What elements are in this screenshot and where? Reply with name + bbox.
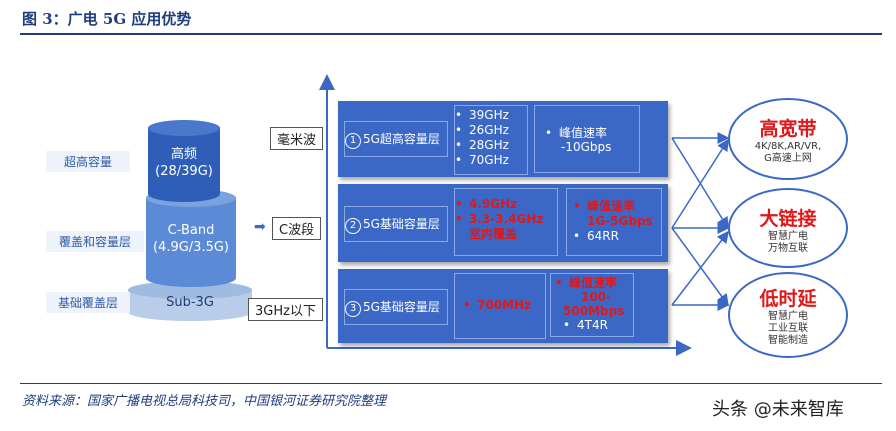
bullet-icon: •	[563, 318, 571, 332]
oval-sub: G高速上网	[764, 153, 812, 164]
row2-freq: • 3.3-3.4GHz	[455, 212, 557, 227]
row2-number: 2	[345, 218, 361, 234]
cylinder-top	[148, 120, 220, 202]
cylinder-top-line2: (28/39G)	[155, 164, 213, 179]
bullet-icon: •	[455, 197, 463, 211]
row3-rate-value-2: 500Mbps	[563, 304, 625, 318]
row1-freq: • 26GHz	[455, 123, 527, 138]
oval-high-bandwidth: 高宽带 4K/8K,AR/VR, G高速上网	[728, 98, 848, 180]
bullet-icon: •	[455, 108, 463, 122]
row2-rate-label: 峰值速率	[587, 199, 636, 213]
row1-rate-value: -10Gbps	[561, 140, 612, 154]
cylinder-mid-text: C-Band (4.9G/3.5G)	[146, 222, 236, 256]
row3-rate-extra-line: • 4T4R	[551, 318, 633, 332]
arrow-right-icon: ➡	[254, 219, 266, 235]
bullet-icon: •	[455, 138, 463, 152]
row3-rate-extra: 4T4R	[577, 318, 608, 332]
cylinder-top-line1: 高频	[170, 147, 197, 162]
bottom-rule	[20, 383, 882, 384]
row3-freq: • 700MHz	[463, 298, 531, 312]
row3-rate-line1: • 峰值速率	[551, 276, 633, 290]
row1-freqs: • 39GHz • 26GHz • 28GHz • 70GHz	[454, 105, 528, 175]
row2-freq: • 4.9GHz	[455, 197, 557, 212]
figure-title: 图 3：广电 5G 应用优势	[22, 10, 192, 28]
row1-freq: • 39GHz	[455, 108, 527, 123]
bullet-icon: •	[463, 298, 471, 312]
layer-label-ultra-capacity: 超高容量	[46, 151, 130, 172]
bullet-icon: •	[455, 153, 463, 167]
row2-name-label: 5G基础容量层	[363, 217, 440, 231]
top-rule	[20, 33, 882, 35]
oval-massive-connection: 大链接 智慧广电 万物互联	[728, 188, 848, 268]
row2-rate-line1: • 峰值速率	[567, 197, 661, 214]
bullet-icon: •	[455, 123, 463, 137]
row1-number: 1	[345, 133, 361, 149]
row2-freqs: • 4.9GHz • 3.3-3.4GHz 室内覆盖	[454, 188, 558, 256]
oval-title-connection: 大链接	[759, 208, 817, 230]
oval-title-bandwidth: 高宽带	[759, 118, 817, 140]
row3-freqs: • 700MHz	[454, 273, 546, 339]
row2-freq-text: 3.3-3.4GHz	[469, 212, 544, 226]
row1-rate: • 峰值速率 -10Gbps	[534, 105, 640, 173]
row3-rate: • 峰值速率 100- 500Mbps • 4T4R	[550, 273, 634, 337]
cylinder-bottom	[128, 281, 252, 321]
layer-label-coverage-capacity: 覆盖和容量层	[46, 231, 144, 252]
row1-freq-text: 70GHz	[469, 153, 509, 167]
row3-rate-value-1: 100-	[581, 290, 612, 304]
row3-number: 3	[345, 301, 361, 317]
row2-rate-extra-line: • 64RR	[567, 229, 661, 244]
source-note: 资料来源：国家广播电视总局科技司，中国银河证券研究院整理	[22, 394, 387, 409]
band-label-sub3g: 3GHz以下	[248, 298, 323, 321]
bullet-icon: •	[573, 229, 581, 243]
cylinder-top-text: 高频 (28/39G)	[148, 146, 220, 180]
row1-freq-text: 26GHz	[469, 123, 509, 137]
row2-freq-text: 4.9GHz	[469, 197, 518, 211]
row1-name-label: 5G超高容量层	[363, 132, 440, 146]
row2-rate-extra: 64RR	[587, 229, 619, 243]
bullet-icon: •	[573, 199, 581, 213]
oval-sub: 万物互联	[768, 243, 808, 254]
row3-name-label: 5G基础容量层	[363, 300, 440, 314]
row2-freq-text: 室内覆盖	[469, 227, 518, 241]
watermark: 头条 @未来智库	[712, 399, 844, 420]
row2-rate: • 峰值速率 1G-5Gbps • 64RR	[566, 188, 662, 256]
cylinder-bottom-text: Sub-3G	[166, 295, 214, 310]
row1-freq-text: 28GHz	[469, 138, 509, 152]
oval-title-latency: 低时延	[759, 288, 817, 310]
oval-sub: 智能制造	[768, 335, 808, 346]
band-label-mmwave: 毫米波	[270, 127, 324, 150]
layer-label-basic-coverage: 基础覆盖层	[46, 292, 130, 313]
bullet-icon: •	[555, 276, 563, 290]
row1-freq: • 70GHz	[455, 153, 527, 168]
bullet-icon: •	[455, 212, 463, 226]
cylinder-mid-line1: C-Band	[167, 223, 215, 238]
row3-rate-label: 峰值速率	[569, 276, 618, 290]
oval-sub: 工业互联	[768, 323, 808, 334]
row2-rate-value: 1G-5Gbps	[587, 214, 653, 228]
oval-sub: 4K/8K,AR/VR,	[754, 141, 822, 152]
band-label-cband: C波段	[272, 217, 322, 240]
row1-rate-label: 峰值速率	[559, 126, 608, 140]
row1-freq-text: 39GHz	[469, 108, 509, 122]
row3-freq-text: 700MHz	[477, 298, 532, 312]
bullet-icon: •	[545, 126, 553, 140]
row1-rate-line1: • 峰值速率	[545, 124, 607, 141]
cylinder-mid-line2: (4.9G/3.5G)	[152, 240, 230, 255]
row1-freq: • 28GHz	[455, 138, 527, 153]
oval-sub: 智慧广电	[768, 311, 808, 322]
oval-low-latency: 低时延 智慧广电 工业互联 智能制造	[728, 272, 848, 358]
oval-sub: 智慧广电	[768, 231, 808, 242]
row2-freq: 室内覆盖	[455, 227, 557, 242]
